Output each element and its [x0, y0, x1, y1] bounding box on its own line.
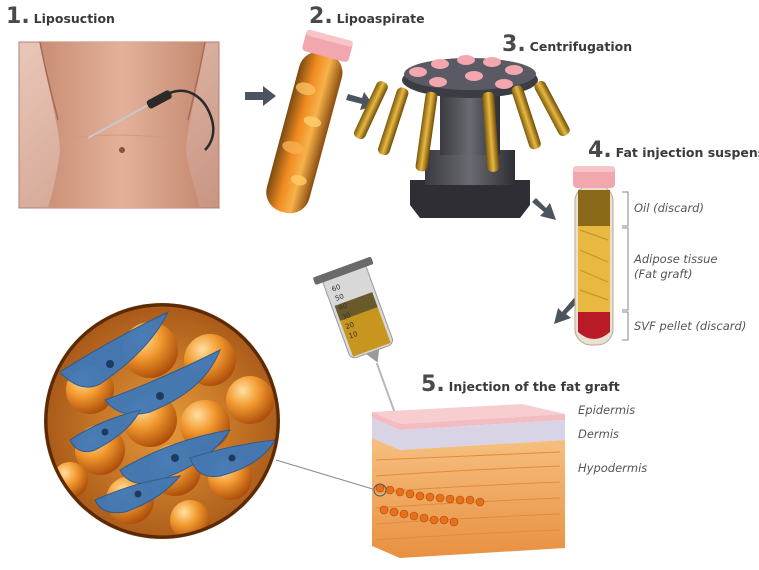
label-adipose-2: (Fat graft) [634, 267, 693, 281]
syringe-mark: 20 [344, 321, 355, 332]
arrow-4-icon [554, 298, 578, 324]
arrow-3-icon [532, 198, 556, 220]
fat-suspension-tube [573, 166, 629, 346]
step-label: Liposuction [33, 11, 115, 26]
arrow-1-icon [245, 86, 276, 106]
label-adipose-1: Adipose tissue [634, 252, 718, 266]
skin-cross-section [372, 404, 565, 558]
syringe-mark: 30 [341, 311, 352, 322]
step-label: Lipoaspirate [336, 11, 425, 26]
syringe-mark: 60 [331, 283, 342, 294]
label-hypodermis: Hypodermis [578, 461, 648, 475]
label-oil: Oil (discard) [634, 201, 704, 215]
step-2-title: 2. Lipoaspirate [309, 4, 425, 29]
step-5-title: 5. Injection of the fat graft [421, 372, 620, 397]
magnified-cells [44, 303, 280, 539]
label-dermis: Dermis [578, 427, 620, 441]
step-number: 4 [588, 138, 604, 163]
step-number: 3 [502, 32, 518, 57]
label-epidermis: Epidermis [578, 403, 636, 417]
syringe-mark: 50 [334, 292, 345, 303]
step-label: Fat injection suspension [615, 145, 759, 160]
step-number: 1 [6, 4, 22, 29]
step-label: Injection of the fat graft [448, 379, 620, 394]
lipoaspirate-tube [266, 29, 353, 214]
step-label: Centrifugation [529, 39, 633, 54]
syringe-mark: 10 [348, 330, 359, 341]
liposuction-photo [18, 41, 220, 209]
syringe-mark: 40 [337, 302, 348, 313]
centrifuge [354, 55, 570, 218]
step-3-title: 3. Centrifugation [502, 32, 633, 57]
zoom-connector [275, 459, 377, 491]
step-number: 5 [421, 372, 437, 397]
label-svf: SVF pellet (discard) [634, 319, 747, 333]
step-number: 2 [309, 4, 325, 29]
step-1-title: 1. Liposuction [6, 4, 115, 29]
step-4-title: 4. Fat injection suspension [588, 138, 759, 163]
